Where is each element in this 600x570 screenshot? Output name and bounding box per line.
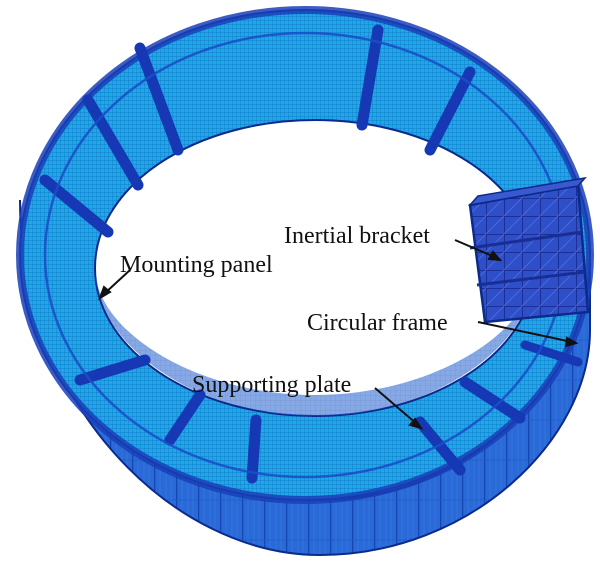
- supporting-plate-6: [74, 354, 151, 386]
- label-mounting-panel: Mounting panel: [120, 252, 273, 278]
- supporting-plate-2: [82, 94, 144, 191]
- supporting-plate-10: [459, 376, 526, 424]
- supporting-plate-5: [424, 66, 476, 156]
- supporting-plate-7: [164, 389, 206, 446]
- supporting-plate-1: [134, 42, 184, 156]
- mounting-panel-ring: [16, 6, 594, 504]
- supporting-plate-11: [520, 340, 583, 367]
- label-inertial-bracket: Inertial bracket: [284, 223, 430, 249]
- annotation-arrows: [98, 239, 579, 430]
- arrow-circular-frame: [477, 321, 573, 343]
- inner-rim-band: [95, 268, 535, 416]
- supporting-plate-8: [246, 414, 262, 484]
- supporting-plate-4: [356, 24, 384, 131]
- inertial-bracket-block: [468, 176, 590, 324]
- supporting-plates: [39, 24, 583, 484]
- arrow-inertial-bracket: [454, 239, 498, 259]
- label-circular-frame: Circular frame: [307, 310, 448, 336]
- arrow-supporting-plate: [374, 387, 419, 426]
- supporting-plate-3: [39, 174, 114, 238]
- label-supporting-plate: Supporting plate: [192, 372, 351, 398]
